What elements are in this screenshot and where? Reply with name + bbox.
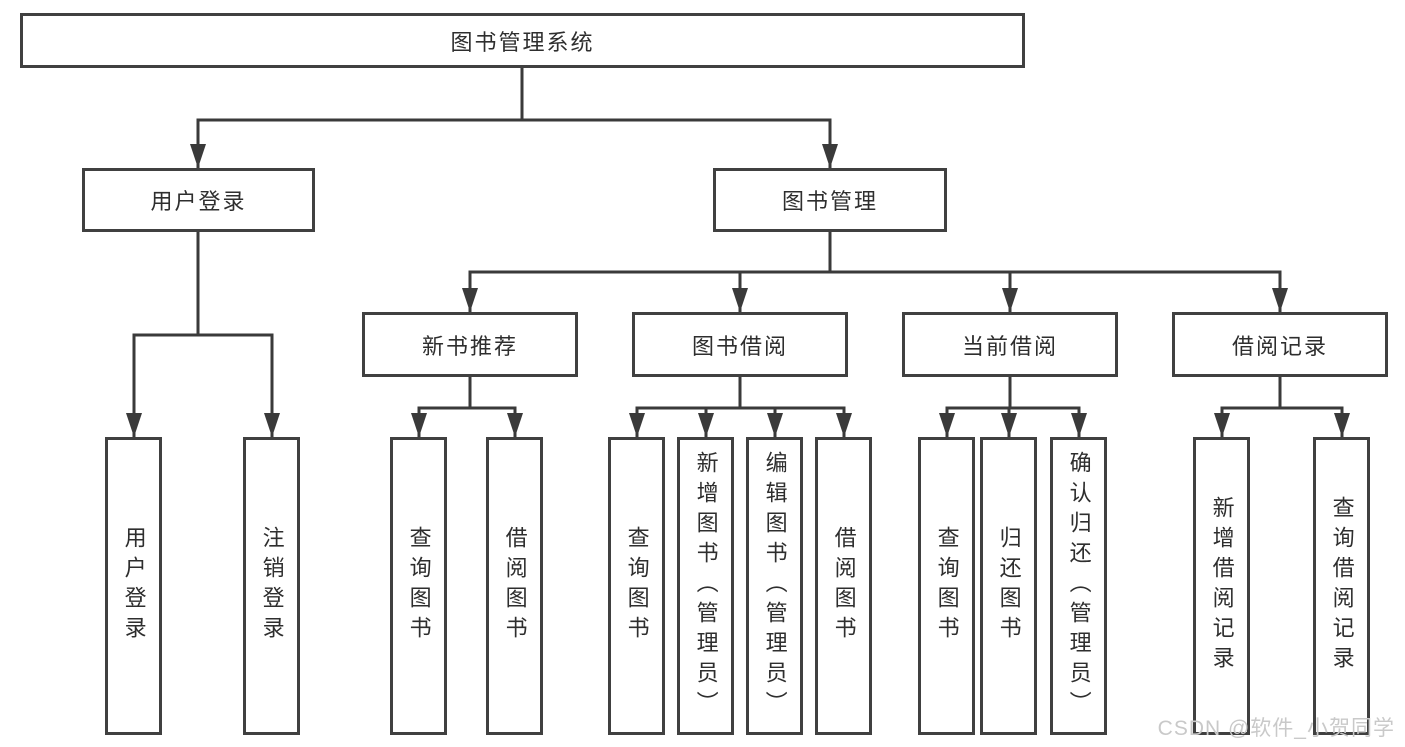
node-user-login: 用户登录: [82, 168, 315, 232]
node-book-borrowing: 图书借阅: [632, 312, 848, 377]
leaf-borrow-books-1: 借阅图书: [486, 437, 543, 735]
node-new-book-recommend: 新书推荐: [362, 312, 578, 377]
leaf-logout: 注销登录: [243, 437, 300, 735]
node-book-management: 图书管理: [713, 168, 947, 232]
node-borrow-records: 借阅记录: [1172, 312, 1388, 377]
leaf-edit-books-admin: 编辑图书（管理员）: [746, 437, 803, 735]
node-library-management-system: 图书管理系统: [20, 13, 1025, 68]
leaf-query-borrow-record: 查询借阅记录: [1313, 437, 1370, 735]
csdn-watermark: CSDN @软件_小贺同学: [1157, 717, 1395, 740]
leaf-user-login: 用户登录: [105, 437, 162, 735]
leaf-borrow-books-2: 借阅图书: [815, 437, 872, 735]
leaf-return-books: 归还图书: [980, 437, 1037, 735]
leaf-query-books-1: 查询图书: [390, 437, 447, 735]
leaf-query-books-3: 查询图书: [918, 437, 975, 735]
leaf-add-borrow-record: 新增借阅记录: [1193, 437, 1250, 735]
leaf-add-books-admin: 新增图书（管理员）: [677, 437, 734, 735]
node-current-borrowing: 当前借阅: [902, 312, 1118, 377]
leaf-confirm-return-admin: 确认归还（管理员）: [1050, 437, 1107, 735]
leaf-query-books-2: 查询图书: [608, 437, 665, 735]
